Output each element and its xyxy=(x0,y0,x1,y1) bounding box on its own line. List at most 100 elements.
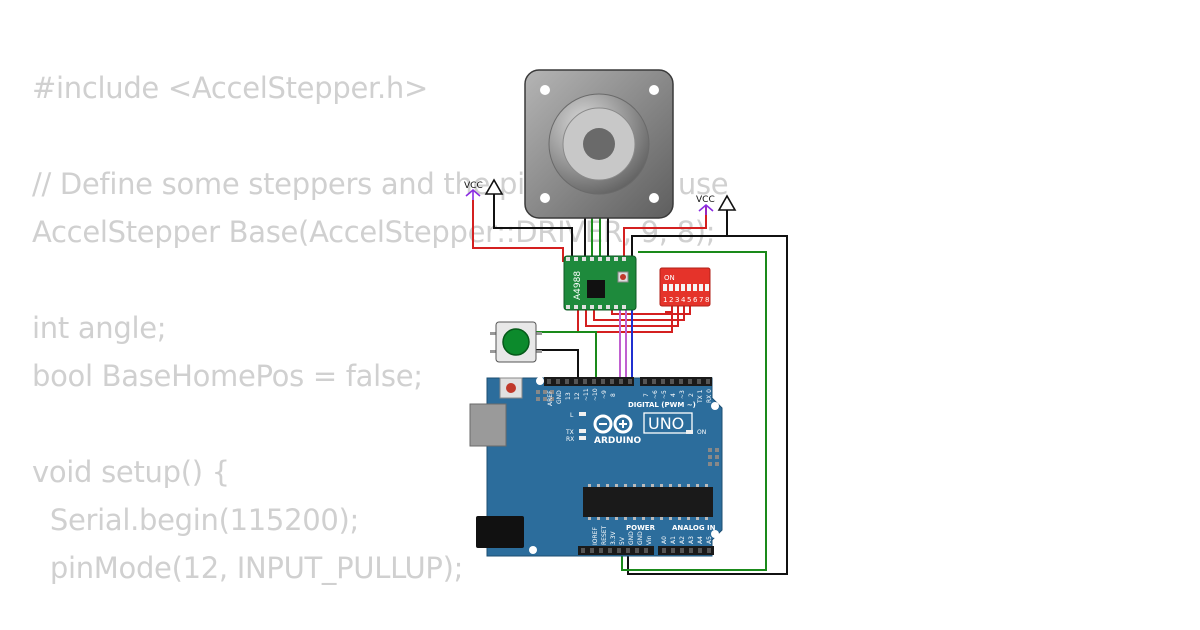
power-header xyxy=(578,546,654,555)
svg-text:L: L xyxy=(570,412,574,419)
svg-text:4: 4 xyxy=(670,393,677,397)
svg-text:1: 1 xyxy=(663,296,667,304)
led-l xyxy=(579,412,586,416)
svg-text:2: 2 xyxy=(688,393,695,397)
analog-pin-labels: A0 A1 A2 A3 A4 A5 xyxy=(661,536,713,544)
svg-text:RESET: RESET xyxy=(601,525,608,545)
arduino-uno-board[interactable]: AREF GND 13 12 ~11 ~10 ~9 8 7 ~6 ~5 4 ~3… xyxy=(469,377,723,557)
usb-port xyxy=(469,403,507,447)
svg-text:ON: ON xyxy=(664,274,675,282)
code-line: bool BaseHomePos = false; xyxy=(32,359,423,393)
a4988-driver[interactable]: A4988 xyxy=(563,255,637,311)
dip-switch[interactable]: ON 1 2 3 4 5 6 7 8 xyxy=(659,267,711,307)
driver-pins xyxy=(566,257,626,309)
dip-numbers: 1 2 3 4 5 6 7 8 xyxy=(663,296,709,304)
svg-text:RX: RX xyxy=(566,436,574,443)
svg-text:ARDUINO: ARDUINO xyxy=(594,436,642,446)
code-editor-text: #include <AccelStepper.h>// Define some … xyxy=(32,64,729,592)
wire-dip-loop xyxy=(665,306,673,313)
svg-text:UNO: UNO xyxy=(648,414,684,433)
push-button[interactable] xyxy=(490,321,542,363)
svg-text:POWER: POWER xyxy=(626,524,656,532)
svg-text:~11: ~11 xyxy=(583,388,590,401)
svg-text:IOREF: IOREF xyxy=(592,527,599,545)
svg-text:5: 5 xyxy=(687,296,691,304)
svg-text:~3: ~3 xyxy=(679,390,686,399)
vcc-left-symbol: VCC xyxy=(464,181,483,200)
svg-text:~5: ~5 xyxy=(661,390,668,399)
svg-text:A5: A5 xyxy=(706,536,713,544)
svg-text:A1: A1 xyxy=(670,536,677,544)
svg-text:13: 13 xyxy=(565,392,572,400)
svg-text:ON: ON xyxy=(697,429,706,436)
digital-label: DIGITAL (PWM ~) xyxy=(628,401,696,409)
svg-text:~6: ~6 xyxy=(652,390,659,399)
code-line: pinMode(12, INPUT_PULLUP); xyxy=(32,551,464,585)
svg-text:GND: GND xyxy=(637,531,644,545)
svg-text:4: 4 xyxy=(681,296,686,304)
svg-text:~9: ~9 xyxy=(601,390,608,399)
ground-right-symbol xyxy=(717,194,737,211)
svg-text:A0: A0 xyxy=(661,536,668,544)
svg-text:ANALOG IN: ANALOG IN xyxy=(672,524,716,532)
dip-toggles xyxy=(663,284,709,291)
svg-text:VCC: VCC xyxy=(696,195,715,205)
code-line: int angle; xyxy=(32,311,167,345)
motor-screw-hole xyxy=(540,85,550,95)
wire-gnd-right-driver xyxy=(631,235,727,256)
stepper-motor[interactable] xyxy=(524,69,674,219)
analog-header xyxy=(658,546,714,555)
svg-text:3: 3 xyxy=(675,296,679,304)
wire-dip-4 xyxy=(611,306,691,315)
svg-text:AREF: AREF xyxy=(547,390,554,406)
icsp-header-top xyxy=(536,390,554,401)
wire-gnd-left-black xyxy=(493,194,573,256)
digital-header-2 xyxy=(640,377,712,386)
svg-text:~10: ~10 xyxy=(592,388,599,401)
motor-shaft xyxy=(583,128,615,160)
svg-text:TX 1: TX 1 xyxy=(697,389,704,404)
svg-text:A2: A2 xyxy=(679,536,686,544)
svg-text:8: 8 xyxy=(705,296,709,304)
motor-screw-hole xyxy=(540,193,550,203)
digital-header-1 xyxy=(544,377,634,386)
svg-text:6: 6 xyxy=(693,296,698,304)
svg-text:5V: 5V xyxy=(619,536,626,545)
wires xyxy=(472,194,788,575)
svg-text:7: 7 xyxy=(643,393,650,397)
motor-screw-hole xyxy=(649,193,659,203)
svg-text:8: 8 xyxy=(610,393,617,397)
wire-button-black xyxy=(536,349,579,378)
board-mount-hole xyxy=(529,546,537,554)
board-mount-hole xyxy=(536,377,544,385)
ground-left-symbol xyxy=(484,178,504,195)
code-line: AccelStepper Base(AccelStepper::DRIVER, … xyxy=(32,215,716,249)
power-jack xyxy=(476,516,524,548)
wire-button-green xyxy=(536,331,597,378)
svg-text:3.3V: 3.3V xyxy=(610,530,617,545)
wire-vcc-right-red xyxy=(623,205,707,256)
svg-text:TX: TX xyxy=(565,429,574,436)
icsp-header-right xyxy=(708,448,719,466)
code-line: Serial.begin(115200); xyxy=(32,503,360,537)
svg-text:A4: A4 xyxy=(697,536,704,544)
led-tx xyxy=(579,429,586,433)
led-rx xyxy=(579,436,586,440)
svg-text:7: 7 xyxy=(699,296,703,304)
driver-chip xyxy=(587,280,605,298)
board-mount-hole xyxy=(711,530,719,538)
svg-text:A3: A3 xyxy=(688,536,695,544)
code-line: void setup() { xyxy=(32,455,230,489)
svg-text:2: 2 xyxy=(669,296,673,304)
svg-text:12: 12 xyxy=(574,392,581,400)
wire-vcc-left-red xyxy=(472,200,564,262)
motor-screw-hole xyxy=(649,85,659,95)
svg-text:GND: GND xyxy=(556,390,563,404)
led-on xyxy=(686,430,693,434)
power-pin-labels: IOREF RESET 3.3V 5V GND GND Vin xyxy=(592,525,653,545)
svg-text:Vin: Vin xyxy=(646,535,653,545)
svg-text:GND: GND xyxy=(628,531,635,545)
wire-green-loop xyxy=(621,251,767,571)
uno-label-box xyxy=(643,412,693,434)
